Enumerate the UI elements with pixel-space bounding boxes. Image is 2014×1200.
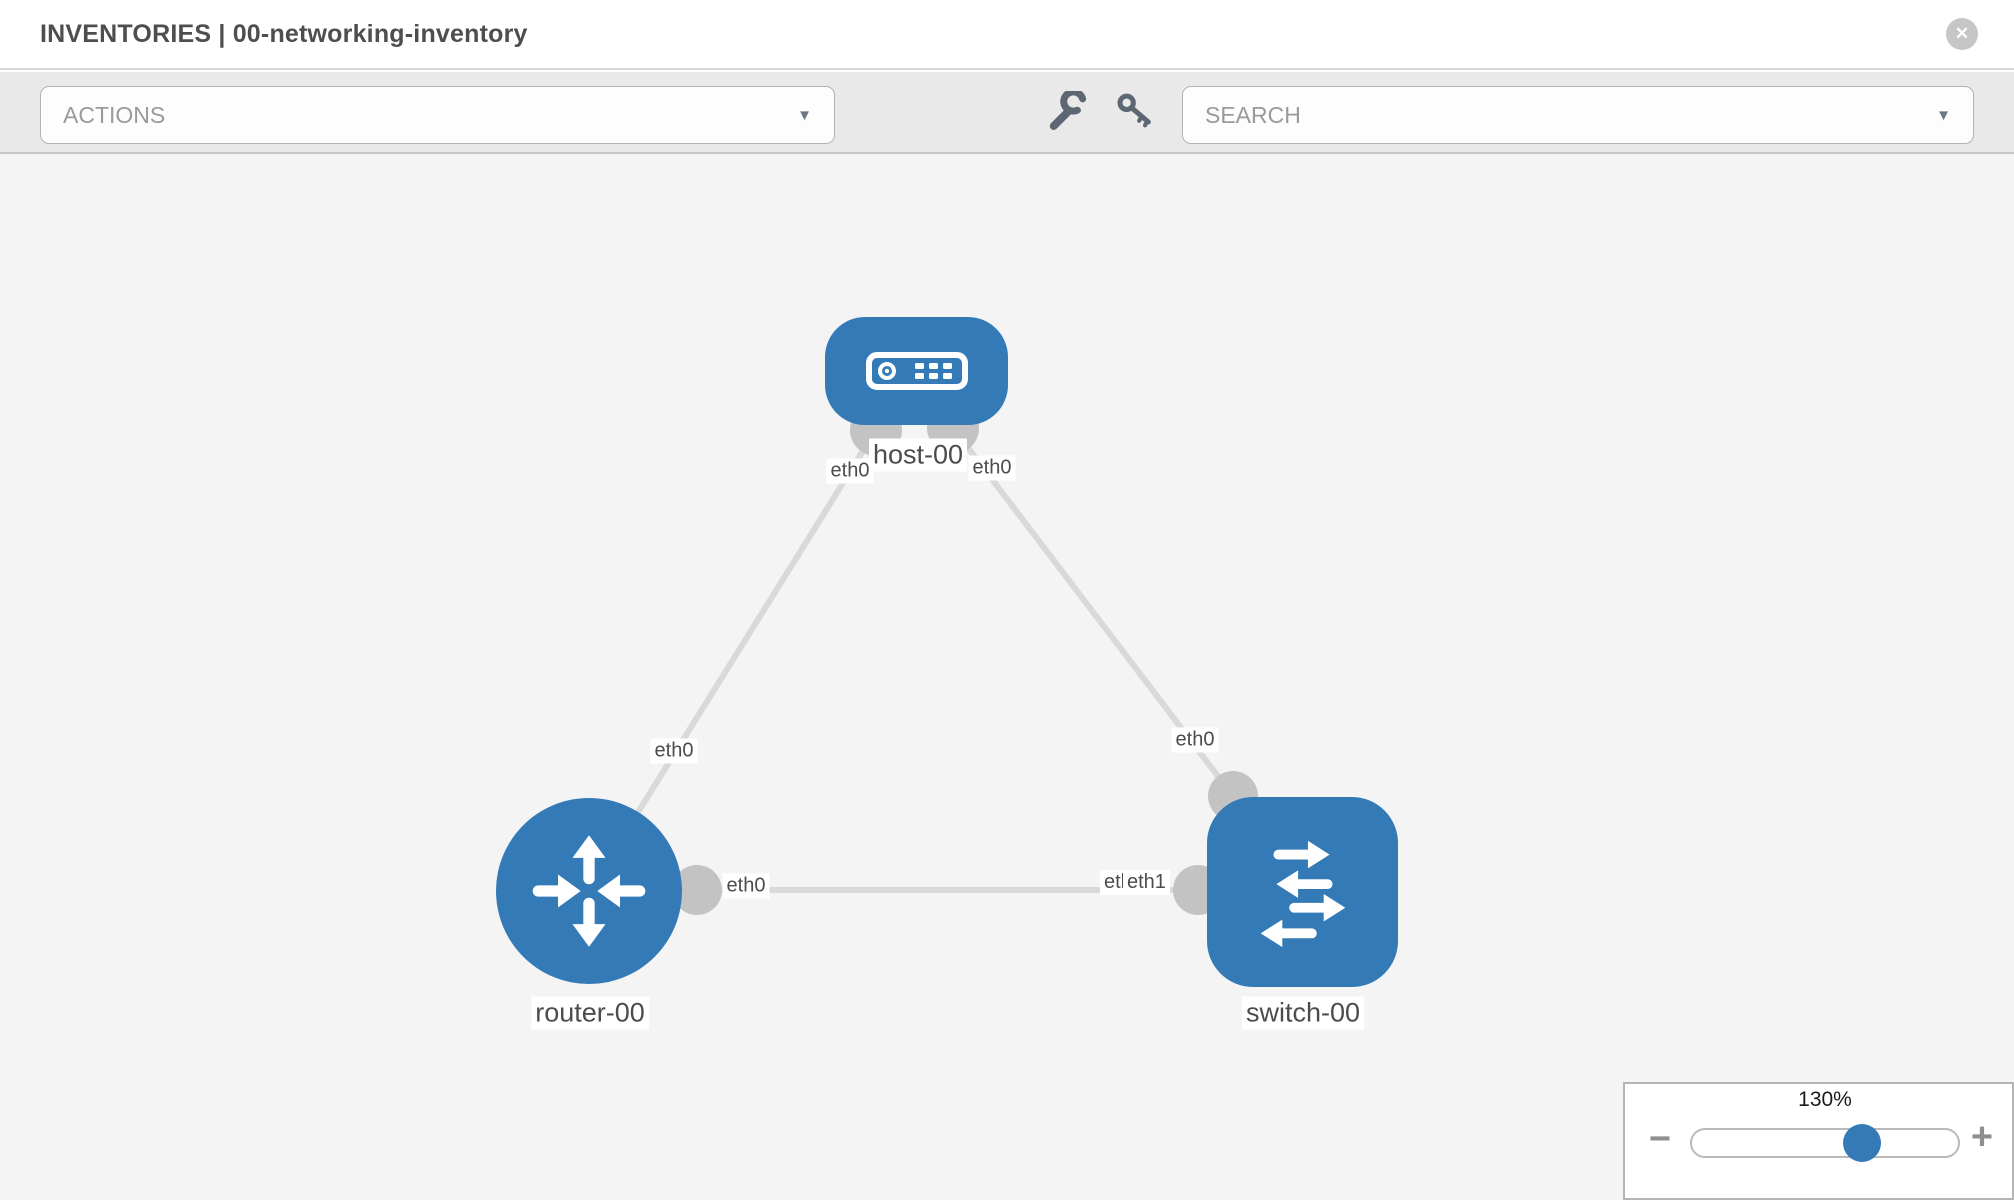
actions-dropdown-label: ACTIONS [63, 101, 166, 128]
credentials-button[interactable] [1113, 90, 1157, 134]
configure-button[interactable] [1044, 90, 1088, 134]
node-label-host-00: host-00 [868, 438, 968, 472]
interface-label: eth0 [968, 455, 1016, 481]
header-bar: INVENTORIES | 00-networking-inventory ✕ [0, 0, 2014, 70]
node-label-switch-00: switch-00 [1241, 996, 1365, 1030]
interface-label: eth1 [1123, 870, 1170, 895]
actions-dropdown[interactable]: ACTIONS ▼ [40, 86, 835, 144]
interface-label: eth0 [826, 458, 874, 484]
switch-icon [1260, 840, 1345, 948]
interface-label: eth0 [650, 738, 698, 764]
node-label-router-00: router-00 [531, 996, 649, 1030]
topology-links [586, 426, 1236, 893]
node-switch-00[interactable] [1207, 797, 1398, 987]
wrench-icon [1049, 91, 1087, 130]
minus-icon: − [1648, 1118, 1672, 1160]
plus-icon: + [1970, 1116, 1994, 1158]
zoom-slider-handle[interactable] [1843, 1124, 1881, 1162]
search-dropdown[interactable]: SEARCH ▼ [1182, 86, 1974, 144]
zoom-percent-label: 130% [1798, 1088, 1852, 1111]
host-icon [865, 352, 968, 390]
toolbar: ACTIONS ▼ SEARCH ▼ [0, 72, 2014, 154]
interface-label: eth0 [722, 873, 770, 899]
close-button[interactable]: ✕ [1946, 18, 1978, 50]
zoom-slider-track[interactable] [1690, 1128, 1960, 1158]
chevron-down-icon: ▼ [1936, 106, 1951, 124]
interface-label: eth0 [1171, 727, 1219, 753]
search-placeholder: SEARCH [1205, 101, 1301, 128]
node-router-00[interactable] [496, 798, 682, 984]
zoom-out-button[interactable]: − [1642, 1120, 1678, 1160]
router-icon [532, 835, 646, 947]
zoom-in-button[interactable]: + [1964, 1118, 2000, 1158]
key-icon [1117, 93, 1151, 128]
node-host-00[interactable] [825, 317, 1008, 425]
chevron-down-icon: ▼ [797, 106, 812, 124]
topology-canvas[interactable]: eth0 eth0 eth0 eth0 eth0 eth1 eth1 host-… [0, 154, 2014, 1200]
page-title: INVENTORIES | 00-networking-inventory [40, 20, 528, 48]
close-icon: ✕ [1954, 24, 1970, 43]
